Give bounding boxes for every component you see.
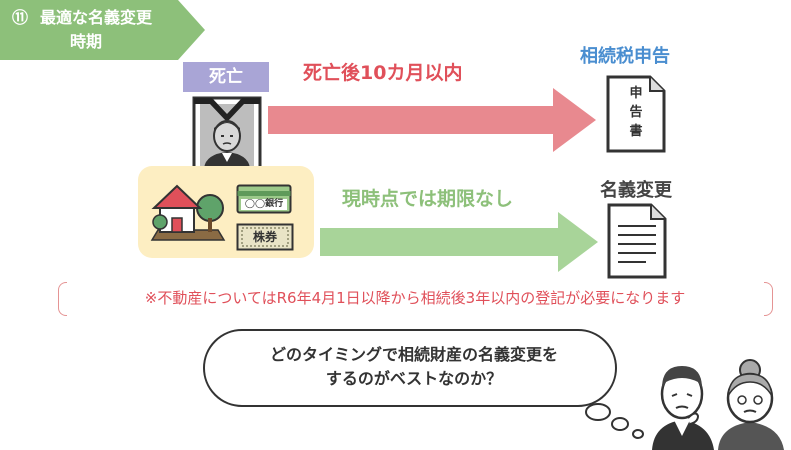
stock-certificate-icon: 株券 [236,223,294,251]
house-with-trees-icon [150,184,226,241]
bubble-question: どのタイミングで相続財産の名義変更を するのがベストなのか？ [218,343,610,391]
bubble-line1: どのタイミングで相続財産の名義変更を [269,345,558,364]
tax-filing-document-icon: 申 告 書 [605,74,667,154]
section-title-line1: 最適な名義変更 [40,8,153,27]
thought-bubble [203,329,644,439]
bubble-line2: するのがベストなのか？ [325,369,503,388]
section-number: ⑪ [12,8,29,27]
registration-notice: ※不動産についてはR6年4月1日以降から相続後3年以内の登記が必要になります [144,289,686,307]
name-transfer-document-icon [607,203,667,279]
section-header-tag: ⑪ 最適な名義変更 時期 [0,0,205,60]
doc-char: 申 [629,86,643,101]
death-label: 死亡 [183,62,269,92]
no-deadline-text: 現時点では期限なし [342,188,514,210]
name-transfer-label: 名義変更 [600,180,672,201]
stock-certificate-label: 株券 [252,230,277,244]
green-arrow [320,212,598,272]
deadline-10-months-text: 死亡後10カ月以内 [303,62,463,84]
doc-char: 書 [629,124,643,139]
bankbook-icon: ◯◯銀行 [236,184,292,214]
doc-char: 告 [629,105,643,120]
bankbook-label: ◯◯銀行 [244,199,284,209]
worried-elderly-couple-icon [652,359,784,450]
memorial-portrait-icon [192,96,262,176]
section-title-line2: 時期 [70,32,103,51]
tax-filing-label: 相続税申告 [580,46,670,67]
notice-bracket-left [58,282,67,316]
notice-bracket-right [764,282,773,316]
red-arrow [268,88,596,152]
